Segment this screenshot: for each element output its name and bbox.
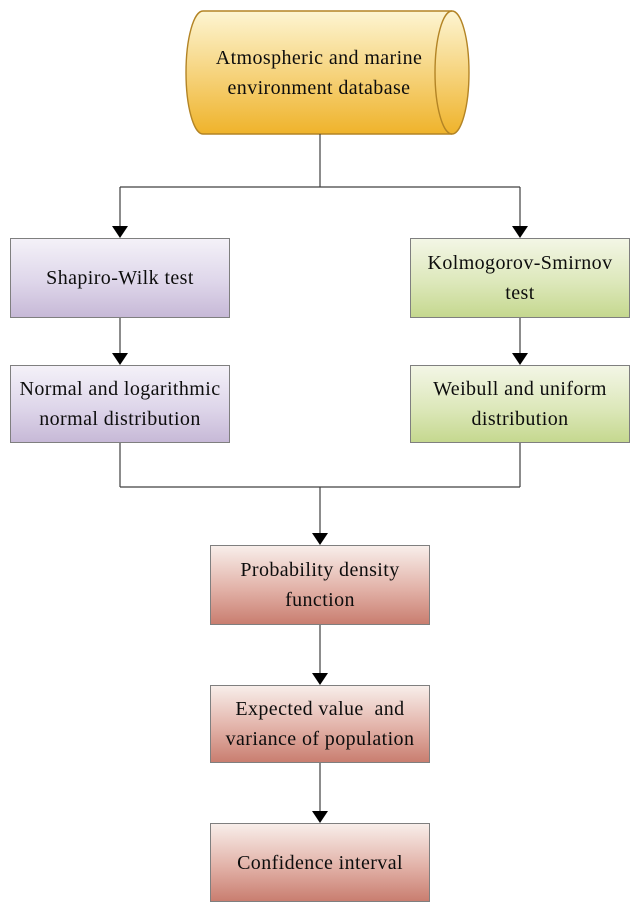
node-shapiro-wilk-test: Shapiro-Wilk test [10,238,230,318]
arrowhead-shapiro [112,226,128,238]
node-confidence-interval-label: Confidence interval [237,851,403,874]
arrowhead-expected [312,673,328,685]
node-database: Atmospheric and marine environment datab… [193,10,445,135]
arrowhead-kolmogorov [512,226,528,238]
node-weibull-uniform-distribution-label: Weibull and uniform distribution [433,378,607,430]
node-normal-lognormal-distribution-label: Normal and logarithmic normal distributi… [19,378,221,430]
node-probability-density-function: Probability density function [210,545,430,625]
node-kolmogorov-smirnov-test-label: Kolmogorov-Smirnov test [427,252,613,304]
arrowhead-weibull [512,353,528,365]
connector-lines [119,134,521,812]
node-database-label: Atmospheric and marine environment datab… [215,46,423,99]
node-probability-density-function-label: Probability density function [240,559,400,611]
arrowhead-confidence [312,811,328,823]
node-expected-value-variance-label: Expected value and variance of populatio… [225,698,415,750]
arrowhead-pdf [312,533,328,545]
node-kolmogorov-smirnov-test: Kolmogorov-Smirnov test [410,238,630,318]
node-normal-lognormal-distribution: Normal and logarithmic normal distributi… [10,365,230,443]
node-confidence-interval: Confidence interval [210,823,430,902]
cylinder-end-face-arc [434,10,453,135]
node-expected-value-variance: Expected value and variance of populatio… [210,685,430,763]
node-weibull-uniform-distribution: Weibull and uniform distribution [410,365,630,443]
database-cylinder-shape [185,10,470,135]
arrowheads [112,226,528,823]
node-shapiro-wilk-test-label: Shapiro-Wilk test [46,267,194,289]
arrowhead-normal [112,353,128,365]
